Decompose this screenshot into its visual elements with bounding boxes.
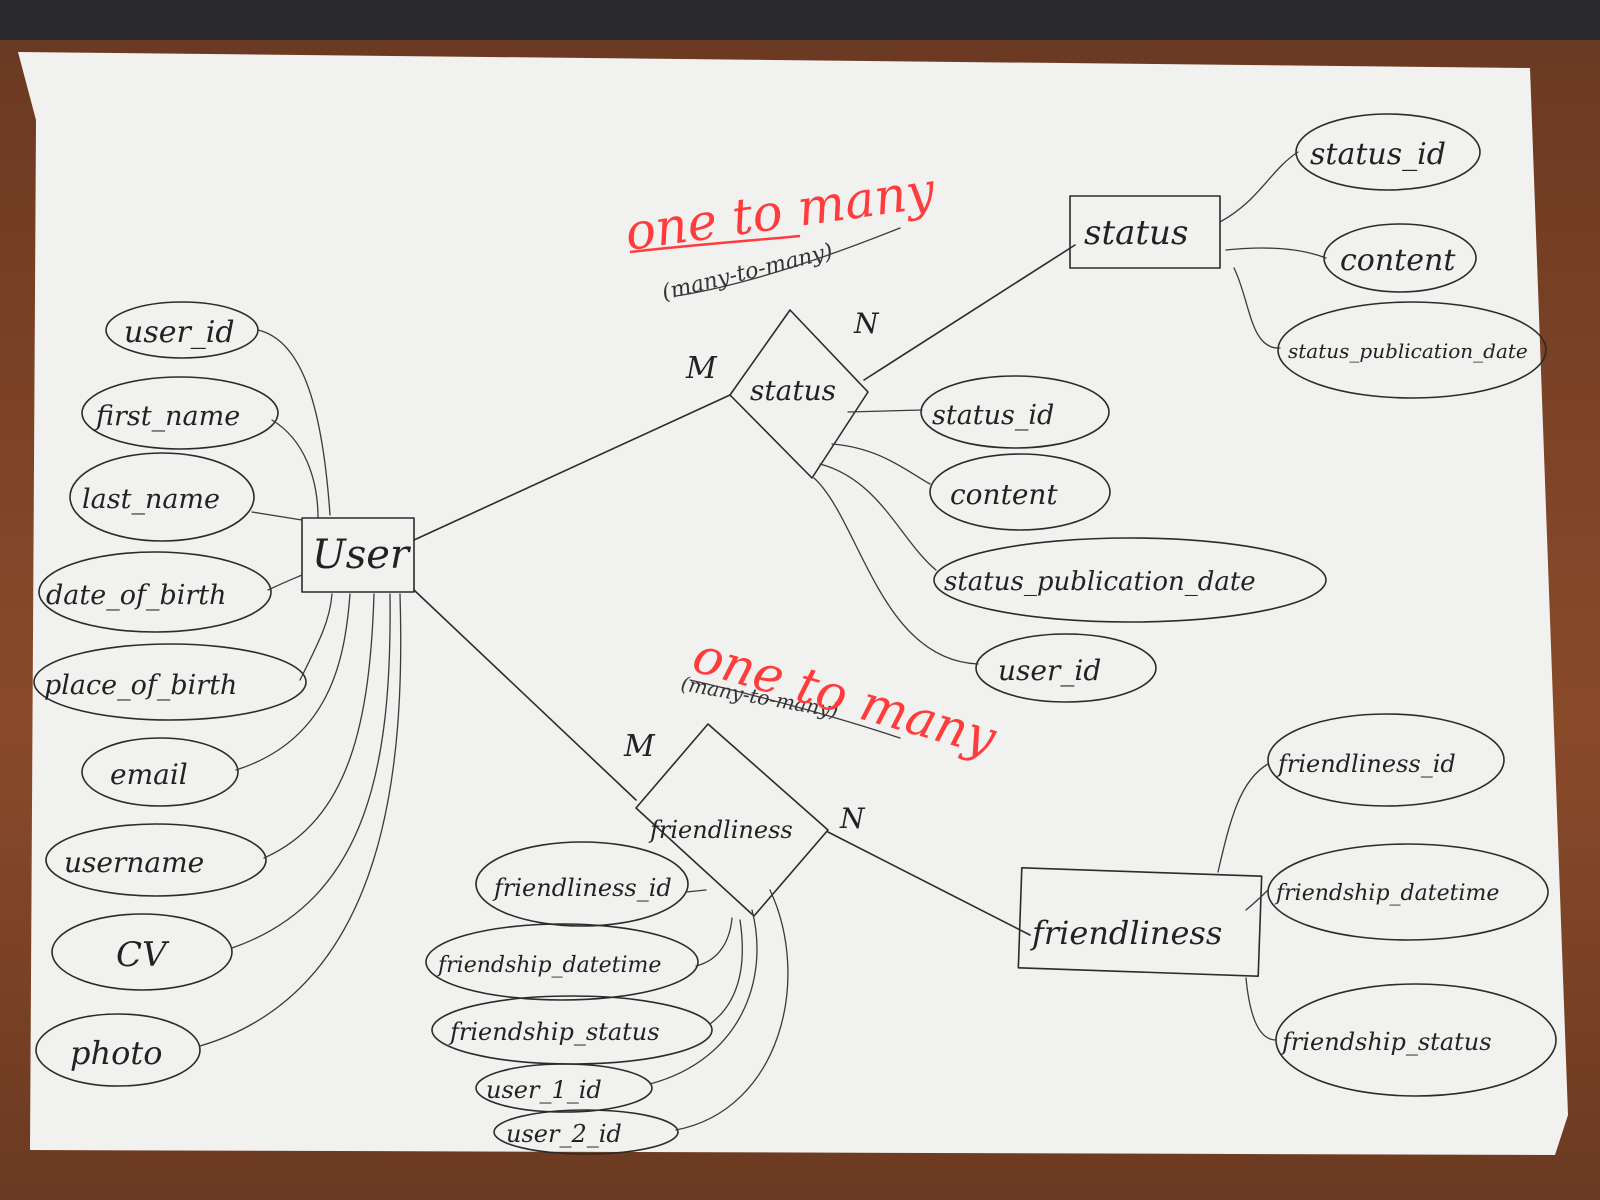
friendliness-entity-attribute-friendship-status: friendship_status bbox=[1275, 983, 1557, 1097]
connector-friendliness-rel-datetime bbox=[695, 917, 733, 967]
svg-text:username: username bbox=[64, 846, 204, 879]
connector-status-entity-content bbox=[1225, 247, 1327, 259]
svg-text:friendship_datetime: friendship_datetime bbox=[436, 953, 661, 978]
relationship-status-label: status bbox=[750, 374, 836, 407]
friendliness-rel-attribute-friendship-datetime: friendship_datetime bbox=[425, 923, 699, 1001]
connector-status-rel-publication-date bbox=[819, 463, 937, 571]
line-user-to-friendliness bbox=[413, 589, 637, 801]
entity-friendliness-box bbox=[1017, 867, 1263, 977]
connector-status-entity-publication-date bbox=[1233, 267, 1281, 349]
connector-status-rel-user-id bbox=[813, 477, 979, 665]
line-friendliness-rel-to-entity bbox=[827, 831, 1031, 936]
line-user-to-status bbox=[413, 394, 731, 541]
svg-text:friendship_datetime: friendship_datetime bbox=[1274, 881, 1499, 906]
svg-text:last_name: last_name bbox=[82, 484, 220, 515]
status-entity-attribute-status-id: status_id bbox=[1295, 113, 1481, 191]
svg-text:user_id: user_id bbox=[998, 654, 1101, 687]
friendliness-entity-attribute-friendliness-id: friendliness_id bbox=[1267, 713, 1505, 807]
svg-text:content: content bbox=[1340, 243, 1456, 278]
user-attribute-first-name: first_name bbox=[81, 376, 279, 450]
svg-text:CV: CV bbox=[116, 935, 170, 975]
svg-text:user_id: user_id bbox=[124, 315, 235, 350]
svg-text:status_id: status_id bbox=[1310, 137, 1446, 172]
connector-username bbox=[263, 593, 375, 859]
svg-text:status_id: status_id bbox=[932, 400, 1054, 431]
svg-text:user_2_id: user_2_id bbox=[506, 1120, 622, 1148]
svg-text:friendliness_id: friendliness_id bbox=[1276, 750, 1456, 778]
entity-status-box bbox=[1069, 195, 1221, 269]
svg-text:friendship_status: friendship_status bbox=[448, 1018, 660, 1046]
connector-friendliness-rel-id bbox=[685, 889, 707, 893]
svg-text:user_1_id: user_1_id bbox=[486, 1076, 602, 1104]
cardinality-status-m: M bbox=[685, 351, 718, 386]
friendliness-rel-attribute-user-2-id: user_2_id bbox=[493, 1109, 679, 1155]
friendliness-entity-attribute-friendship-datetime: friendship_datetime bbox=[1267, 843, 1549, 941]
connector-last-name bbox=[251, 511, 303, 521]
connector-date-of-birth bbox=[267, 574, 303, 591]
connector-email bbox=[235, 593, 351, 771]
connector-status-rel-content bbox=[831, 443, 931, 485]
svg-text:friendship_status: friendship_status bbox=[1280, 1028, 1492, 1056]
connector-user-id bbox=[257, 329, 331, 516]
cardinality-friendliness-m: M bbox=[623, 729, 656, 764]
status-rel-attribute-publication-date: status_publication_date bbox=[933, 537, 1327, 623]
svg-text:date_of_birth: date_of_birth bbox=[46, 580, 227, 611]
status-rel-attribute-content: content bbox=[929, 453, 1111, 531]
paper-sheet bbox=[18, 52, 1568, 1155]
friendliness-rel-attribute-friendliness-id: friendliness_id bbox=[475, 841, 689, 927]
status-entity-attribute-publication-date: status_publication_date bbox=[1277, 301, 1547, 399]
friendliness-rel-attribute-user-1-id: user_1_id bbox=[475, 1063, 653, 1113]
cardinality-status-n: N bbox=[853, 307, 880, 340]
line-status-rel-to-entity bbox=[863, 244, 1076, 381]
user-attribute-username: username bbox=[45, 823, 267, 897]
connector-cv bbox=[231, 593, 391, 949]
svg-text:photo: photo bbox=[70, 1034, 162, 1072]
connector-status-rel-status-id bbox=[847, 409, 923, 413]
connector-status-entity-status-id bbox=[1219, 151, 1299, 223]
entity-friendliness-label: friendliness bbox=[1030, 914, 1222, 952]
connector-friendliness-rel-user-1 bbox=[649, 909, 758, 1085]
svg-text:status_publication_date: status_publication_date bbox=[1288, 339, 1528, 363]
connector-friendliness-entity-status bbox=[1245, 977, 1277, 1041]
connector-friendliness-entity-id bbox=[1217, 763, 1269, 873]
connector-first-name bbox=[271, 419, 319, 519]
svg-text:email: email bbox=[110, 758, 188, 791]
user-attribute-date-of-birth: date_of_birth bbox=[38, 551, 272, 633]
svg-text:status_publication_date: status_publication_date bbox=[944, 567, 1256, 597]
svg-text:place_of_birth: place_of_birth bbox=[44, 670, 237, 701]
relationship-status-diamond bbox=[729, 309, 869, 479]
user-attribute-user-id: user_id bbox=[105, 301, 259, 359]
connector-photo bbox=[199, 593, 402, 1047]
relationship-friendliness-label: friendliness bbox=[648, 816, 793, 844]
connector-friendliness-rel-status bbox=[709, 919, 743, 1025]
svg-text:friendliness_id: friendliness_id bbox=[492, 874, 672, 902]
cardinality-friendliness-n: N bbox=[839, 802, 866, 835]
user-attribute-email: email bbox=[81, 737, 239, 807]
status-rel-attribute-user-id: user_id bbox=[975, 633, 1157, 703]
connector-place-of-birth bbox=[299, 593, 333, 681]
status-entity-attribute-content: content bbox=[1323, 223, 1477, 293]
svg-text:first_name: first_name bbox=[94, 401, 240, 432]
user-attribute-photo: photo bbox=[35, 1013, 201, 1087]
user-attribute-place-of-birth: place_of_birth bbox=[33, 643, 307, 721]
connector-friendliness-rel-user-2 bbox=[675, 889, 789, 1131]
entity-status-label: status bbox=[1084, 213, 1188, 253]
connector-friendliness-entity-datetime bbox=[1245, 889, 1269, 911]
entity-user-label: User bbox=[312, 532, 412, 578]
entity-user-box bbox=[301, 517, 415, 593]
user-attribute-cv: CV bbox=[51, 913, 233, 991]
status-rel-attribute-status-id: status_id bbox=[920, 375, 1110, 449]
user-attribute-last-name: last_name bbox=[69, 452, 255, 542]
svg-text:content: content bbox=[950, 478, 1058, 511]
